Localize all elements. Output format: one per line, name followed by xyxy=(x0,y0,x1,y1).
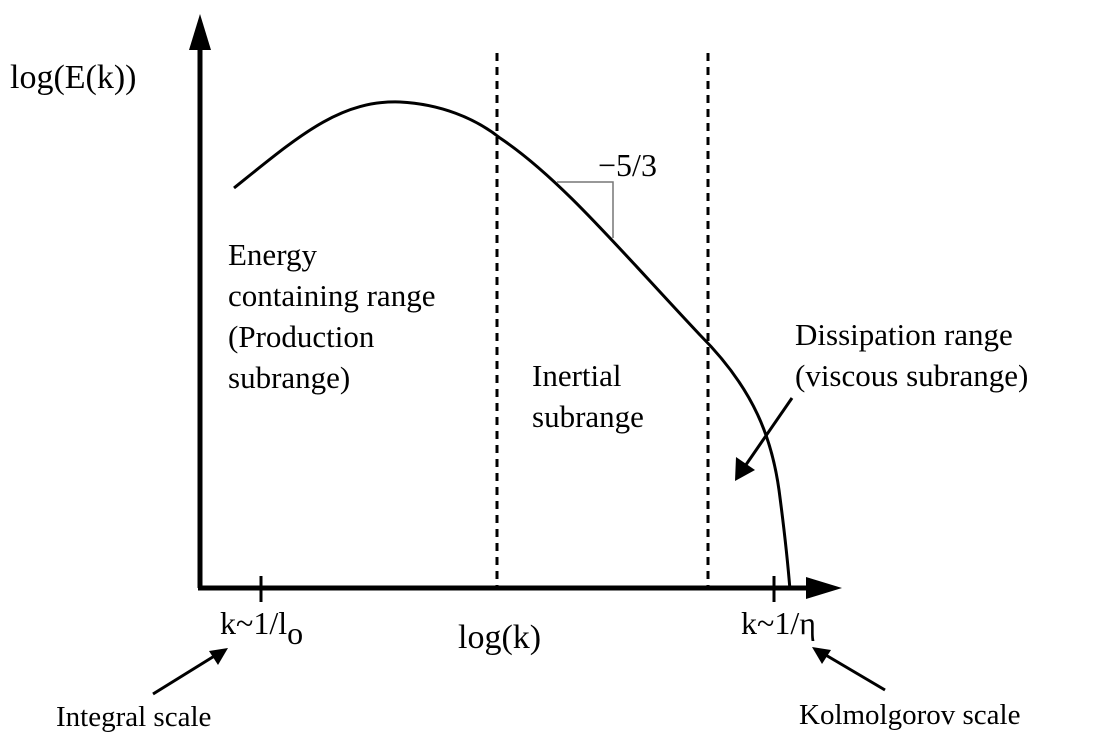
slope-triangle xyxy=(557,181,614,238)
energy-range-line-4: subrange) xyxy=(228,360,350,395)
integral-scale-arrowhead xyxy=(209,648,228,665)
dissipation-range-line-1: Dissipation range xyxy=(795,317,1013,352)
dissipation-arrow xyxy=(739,397,794,473)
x-axis-arrowhead xyxy=(806,577,842,599)
inertial-range-line-1: Inertial xyxy=(532,358,622,393)
tick-label-integral: k~1/lo xyxy=(220,605,303,651)
y-axis-label: log(E(k)) xyxy=(10,59,137,96)
tick-label-kolmogorov: k~1/η xyxy=(741,605,816,641)
y-axis-arrowhead xyxy=(189,14,211,50)
dissipation-arrowhead xyxy=(735,457,755,481)
dissipation-range-line-2: (viscous subrange) xyxy=(795,358,1028,393)
kolmogorov-scale-arrow xyxy=(823,652,886,692)
slope-label: −5/3 xyxy=(598,147,657,183)
kolmogorov-scale-label: Kolmolgorov scale xyxy=(799,699,1020,731)
energy-range-line-1: Energy xyxy=(228,237,317,272)
energy-range-line-3: (Production xyxy=(228,319,375,354)
inertial-range-line-2: subrange xyxy=(532,399,644,434)
energy-range-line-2: containing range xyxy=(228,278,435,313)
integral-scale-arrow xyxy=(152,653,217,696)
x-axis-label: log(k) xyxy=(458,619,541,656)
integral-scale-label: Integral scale xyxy=(56,701,211,733)
spectrum-curve xyxy=(233,100,792,591)
kolmogorov-scale-arrowhead xyxy=(812,647,831,664)
